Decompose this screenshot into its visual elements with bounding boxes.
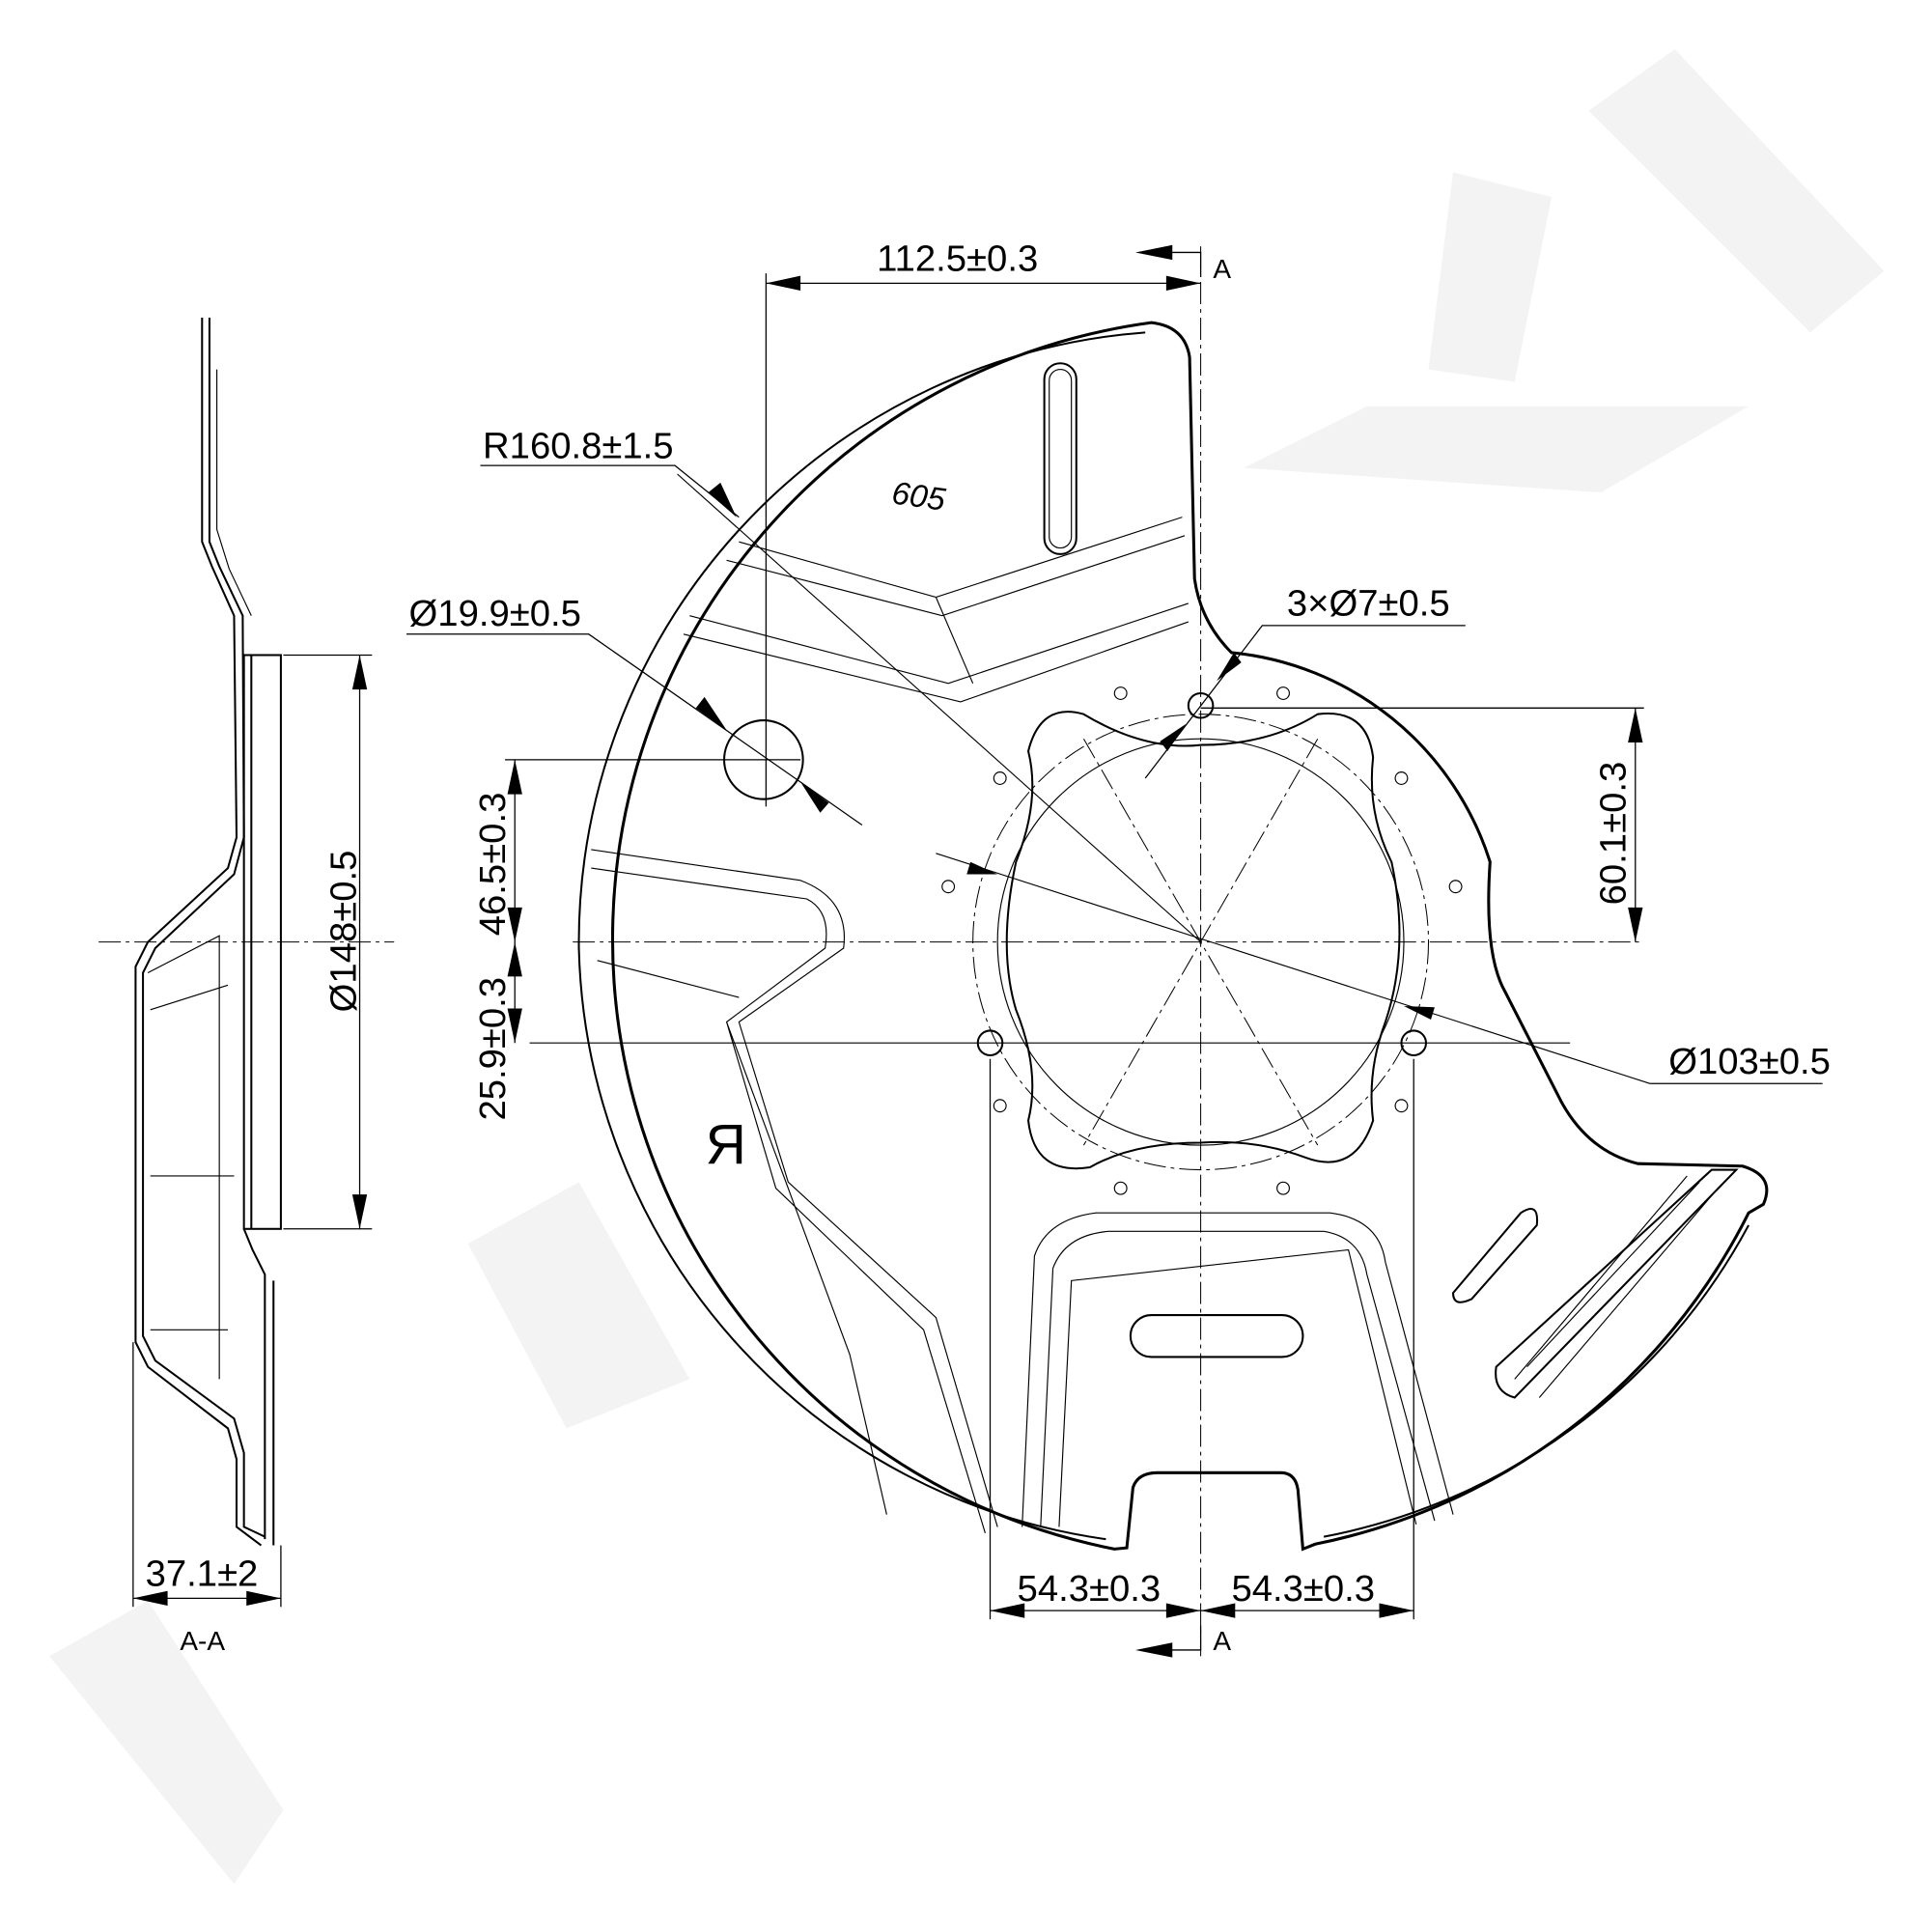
shield-outline	[610, 321, 1769, 1552]
part-stamp: 605	[889, 475, 947, 518]
flange-diameter-dim: Ø148±0.5	[323, 851, 365, 1013]
small-holes-dim: 3×Ø7±0.5	[1287, 583, 1450, 625]
side-mark: R	[706, 1113, 746, 1176]
radius-dim: R160.8±1.5	[483, 425, 674, 466]
rivet-points	[941, 686, 1463, 1195]
section-marker-top: A	[1213, 254, 1231, 284]
hub-opening	[1005, 711, 1401, 1170]
lower-offset-dim: 25.9±0.3	[472, 977, 514, 1121]
hub-diameter-dim: Ø103±0.5	[1668, 1041, 1831, 1082]
large-hole-dim: Ø19.9±0.5	[409, 593, 581, 634]
top-width-dim: 112.5±0.3	[877, 238, 1038, 280]
front-view: 112.5±0.3 A A R160.8±1.5 Ø19.9±0.5 3×Ø7±…	[406, 238, 1831, 1658]
section-view: Ø148±0.5 37.1±2 A-A	[98, 318, 395, 1656]
right-offset-dim: 60.1±0.3	[1593, 762, 1635, 906]
section-marker-bottom: A	[1213, 1626, 1231, 1656]
depth-dim: 37.1±2	[146, 1554, 259, 1595]
section-label: A-A	[180, 1626, 225, 1656]
watermark-logo	[49, 49, 1885, 1885]
bottom-right-dim: 54.3±0.3	[1231, 1568, 1375, 1610]
upper-offset-dim: 46.5±0.3	[472, 793, 514, 937]
bottom-left-dim: 54.3±0.3	[1018, 1568, 1161, 1610]
